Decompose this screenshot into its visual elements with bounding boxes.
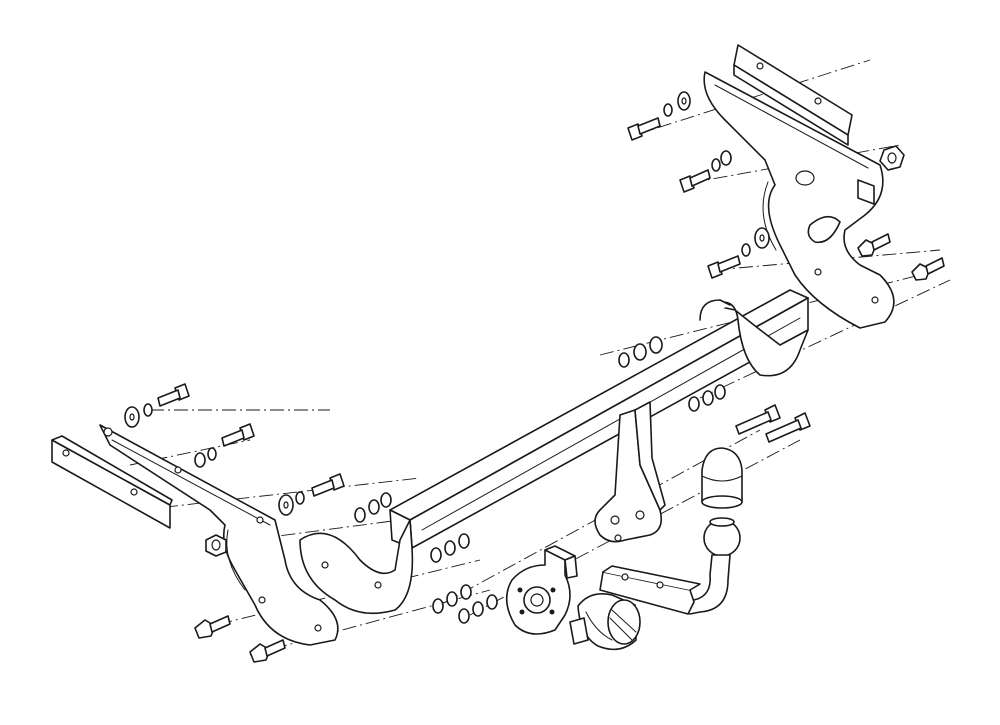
washer — [711, 150, 732, 172]
nut — [458, 594, 498, 624]
electrical-socket — [569, 593, 641, 651]
right-side-bracket — [703, 71, 895, 329]
center-mounting-bracket — [594, 401, 666, 543]
nut — [688, 384, 726, 412]
bolt — [249, 639, 286, 663]
nut — [205, 534, 227, 557]
washer — [124, 403, 153, 428]
nut — [354, 492, 392, 523]
electrical-socket-plate — [505, 545, 578, 635]
left-side-bracket — [99, 424, 339, 646]
tow-ball-neck — [599, 517, 741, 615]
bolt — [157, 383, 190, 407]
crossbar-end-bracket — [299, 519, 414, 615]
bolt — [627, 117, 661, 141]
bolt — [311, 473, 345, 497]
tow-ball-cover — [701, 447, 743, 509]
bolt — [765, 412, 811, 443]
washer — [663, 91, 691, 117]
bolt — [911, 257, 945, 281]
right-spacer-plate — [733, 44, 853, 146]
washer — [741, 227, 770, 257]
nut — [618, 336, 663, 368]
bolt — [857, 233, 891, 257]
towball-bolts — [735, 404, 811, 443]
nut — [430, 533, 470, 563]
left-fasteners — [124, 383, 498, 663]
bolt — [735, 404, 781, 435]
washer — [278, 491, 305, 516]
left-spacer-plate — [51, 435, 173, 529]
crossbar — [389, 289, 809, 549]
bolt — [707, 255, 741, 279]
nut — [432, 584, 472, 614]
bolt — [679, 169, 711, 193]
right-fasteners — [627, 91, 945, 281]
bolt — [194, 615, 231, 639]
nut — [879, 145, 905, 171]
bolt — [221, 423, 255, 447]
washer — [194, 447, 217, 468]
crossbar-fasteners — [430, 336, 726, 563]
